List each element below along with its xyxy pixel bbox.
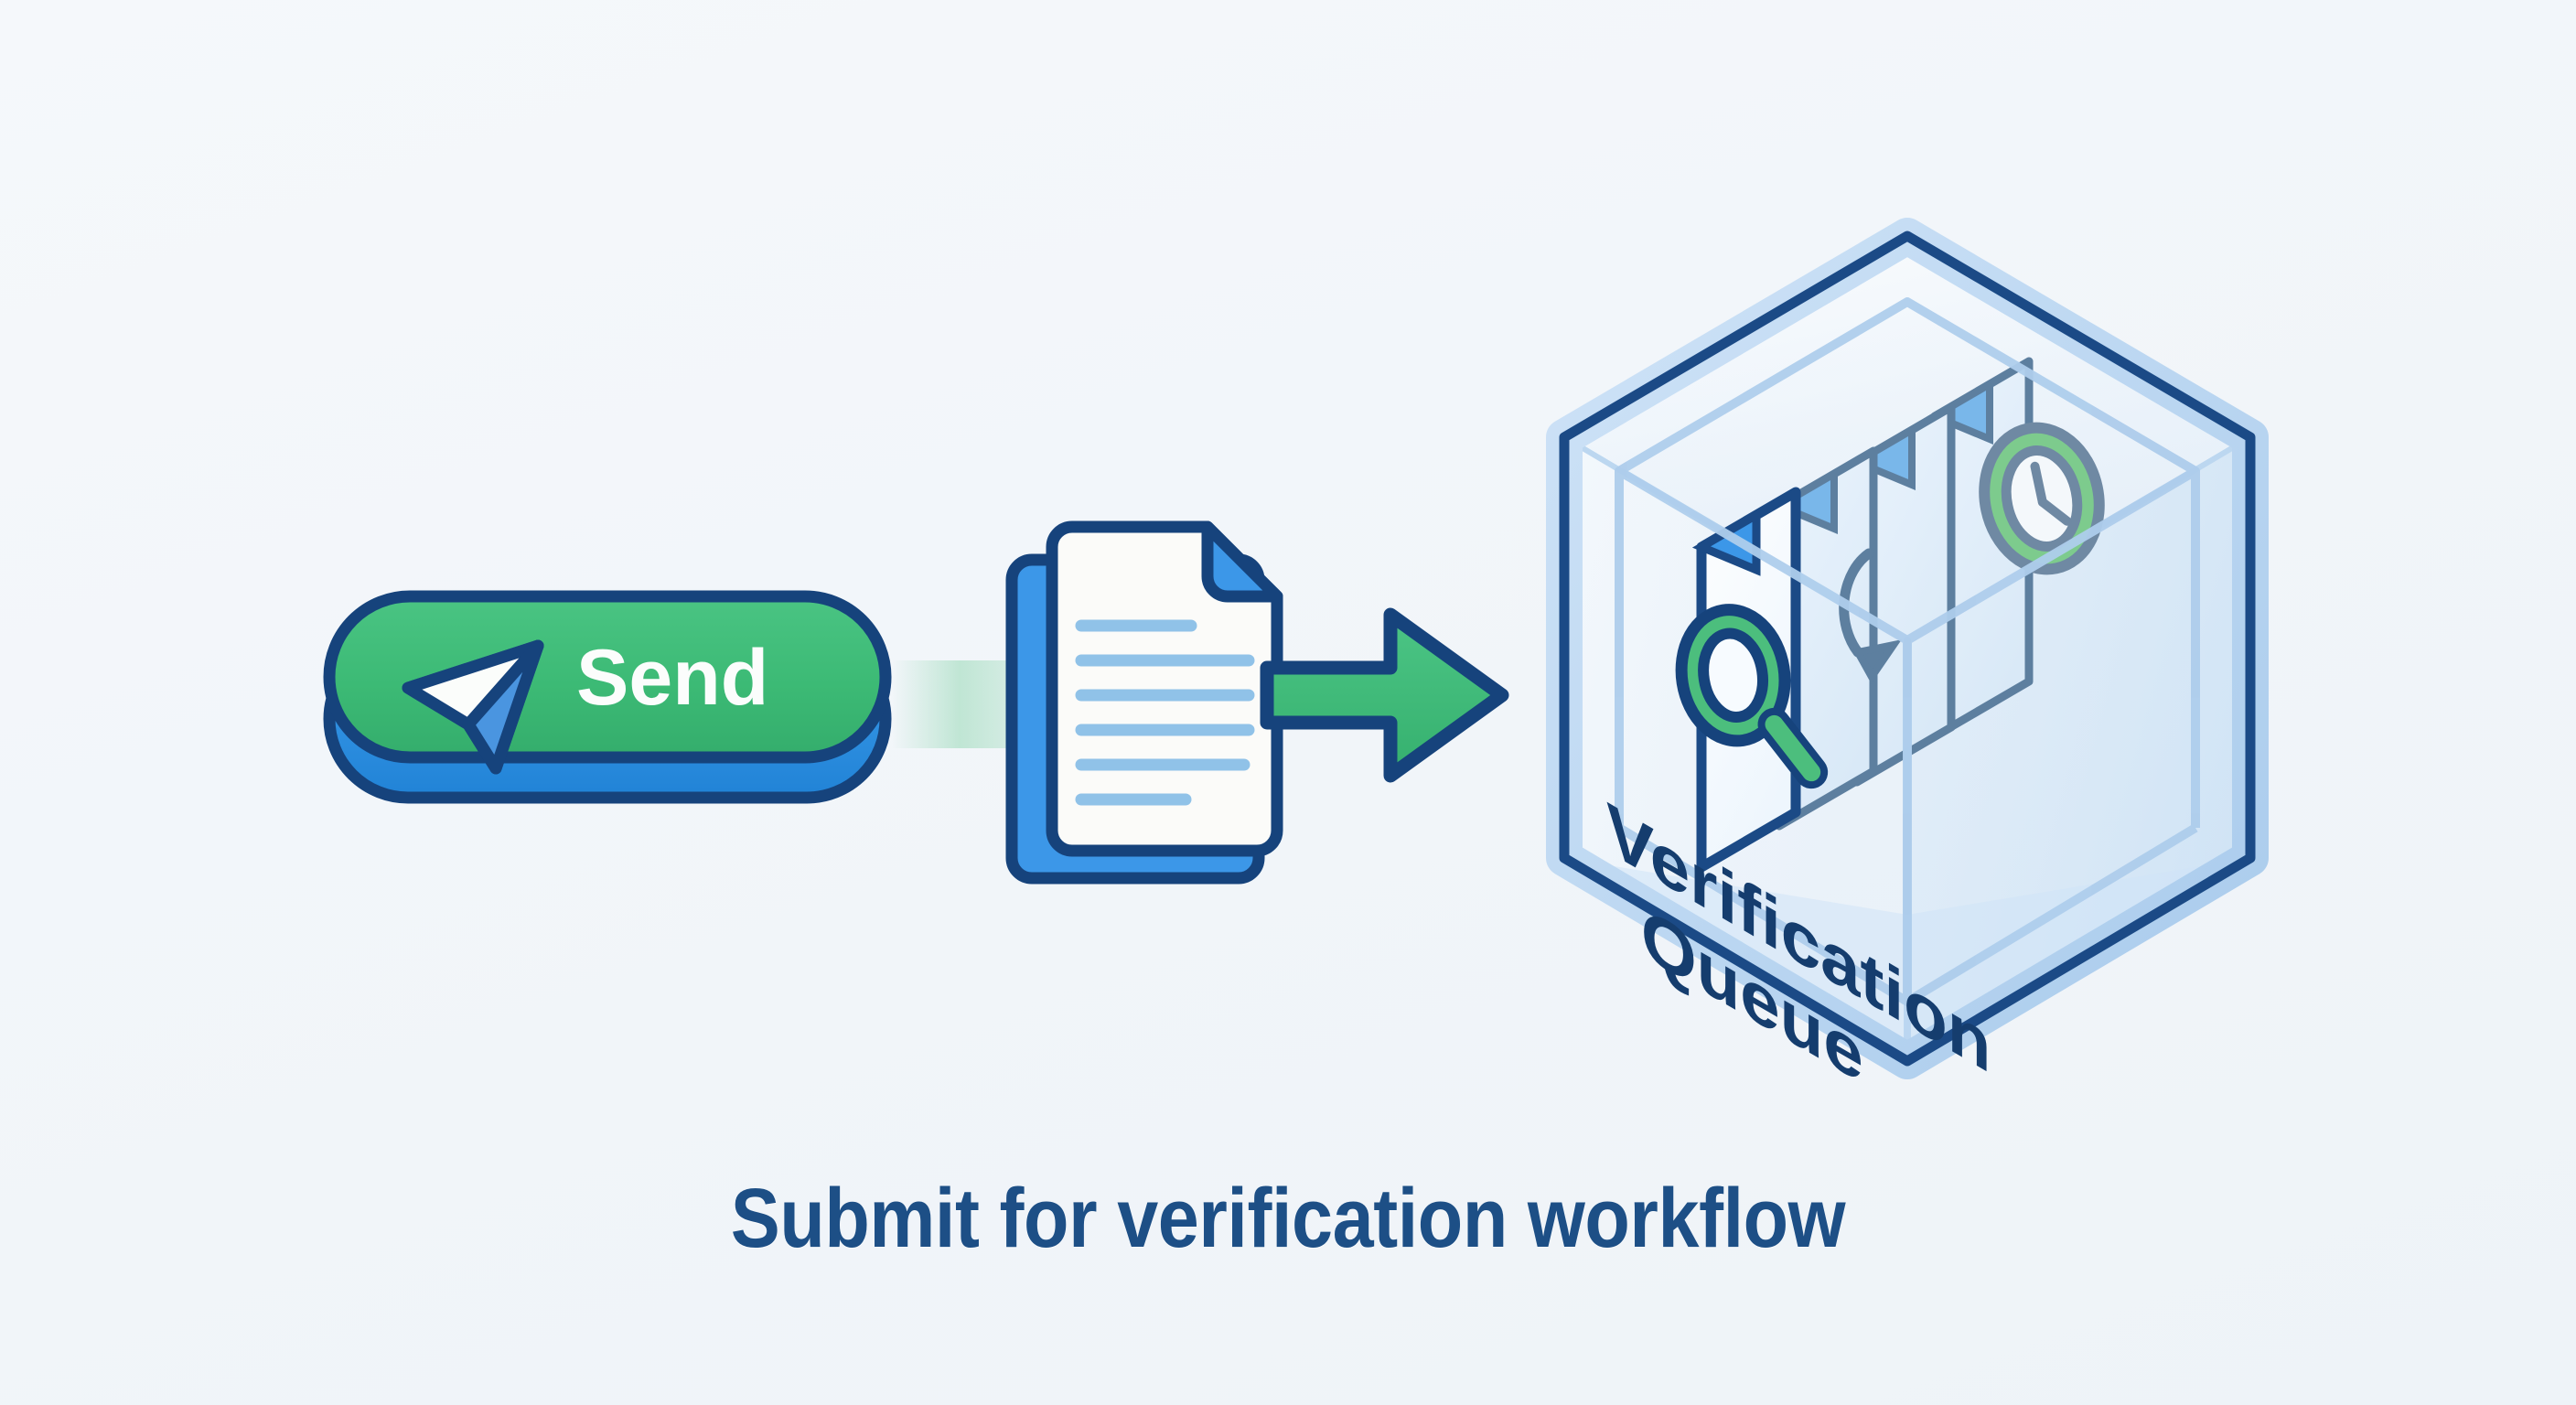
magnifier-icon [1675, 604, 1829, 789]
queue-card-2 [1771, 446, 1878, 831]
document-text-lines [1075, 619, 1255, 806]
document-stack-icon [1005, 520, 1283, 885]
paper-plane-icon [402, 639, 544, 775]
flow-arrow-right [1260, 607, 1509, 783]
clock-icon [1979, 422, 2105, 575]
cube-outline [1559, 231, 2256, 1067]
queue-card-3 [1849, 402, 1956, 787]
page-caption: Submit for verification workflow [730, 1172, 1846, 1265]
verification-queue-cube: Verification Queue [1546, 218, 2269, 1099]
document-fold-corner [1201, 520, 1283, 603]
send-button-label: Send [576, 634, 768, 722]
cube-inner-edges [1615, 297, 2200, 1006]
send-button[interactable]: Send [323, 590, 892, 804]
